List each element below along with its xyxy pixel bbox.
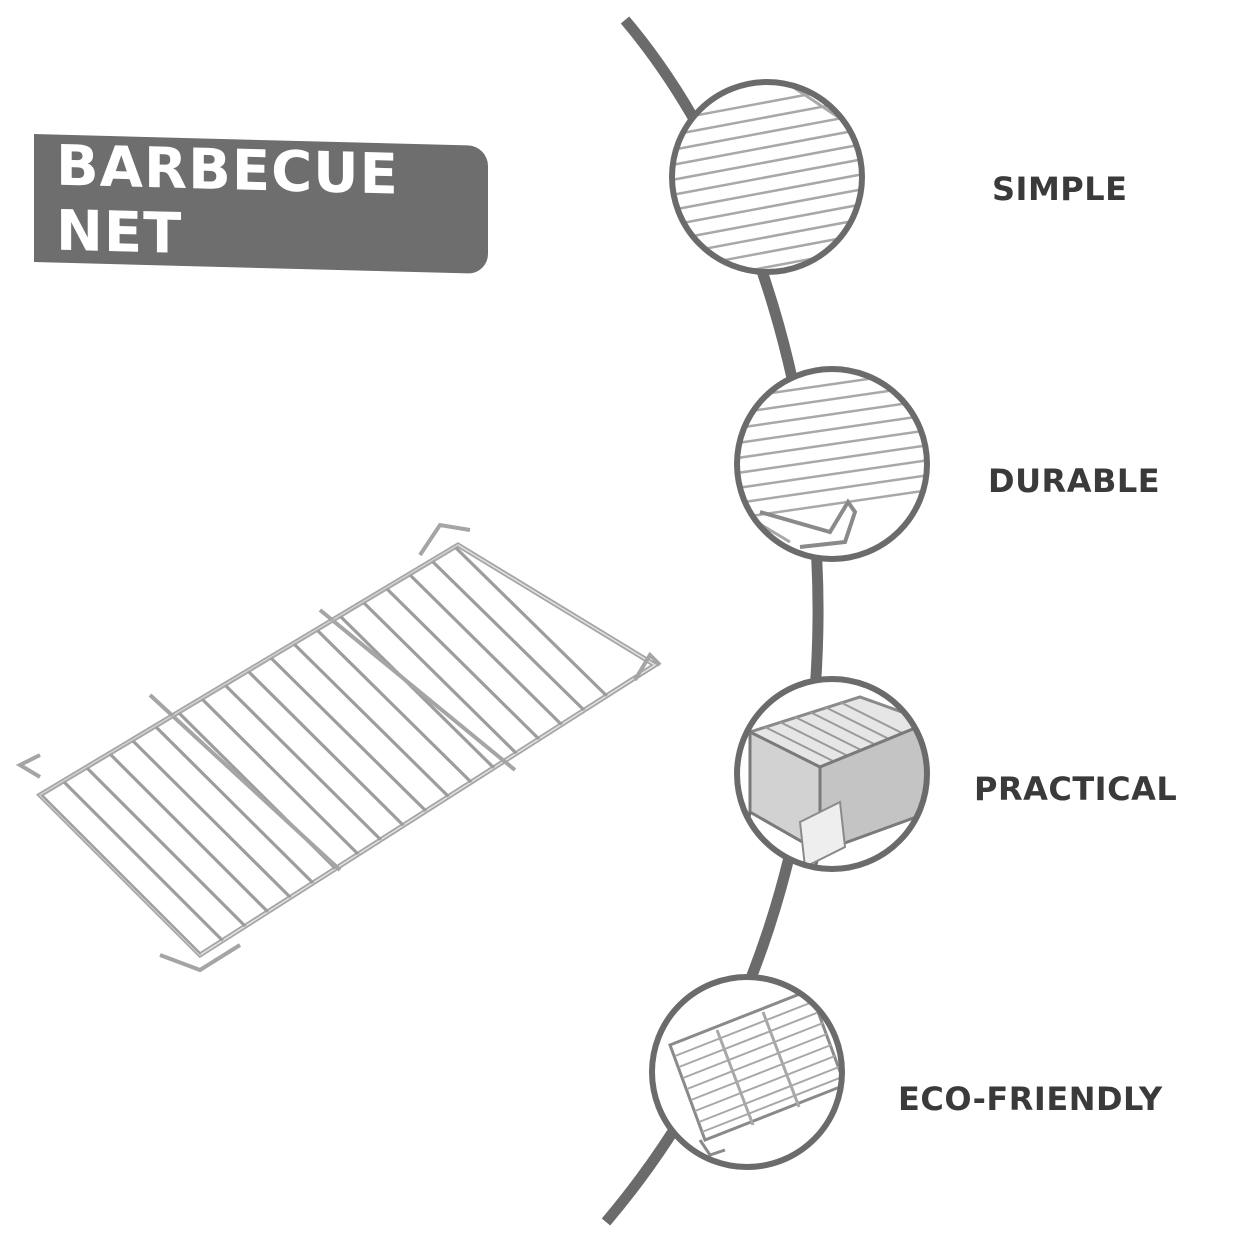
page-title: BARBECUE NET <box>56 133 399 267</box>
camping-grill-icon <box>734 676 930 872</box>
feature-label-eco-friendly: ECO-FRIENDLY <box>898 1080 1163 1118</box>
feature-practical <box>730 672 935 881</box>
feature-label-practical: PRACTICAL <box>974 770 1178 808</box>
grill-rack-image <box>15 522 662 973</box>
feature-label-durable: DURABLE <box>988 462 1161 500</box>
feature-eco-friendly <box>645 970 850 1179</box>
feature-label-simple: SIMPLE <box>992 170 1128 208</box>
title-banner: BARBECUE NET <box>34 134 488 274</box>
feature-durable <box>730 362 935 571</box>
grill-grate-closeup-icon <box>669 79 865 275</box>
grill-grate-edge-icon <box>734 366 930 562</box>
feature-simple <box>665 75 870 284</box>
grill-grate-top-icon <box>649 974 845 1170</box>
